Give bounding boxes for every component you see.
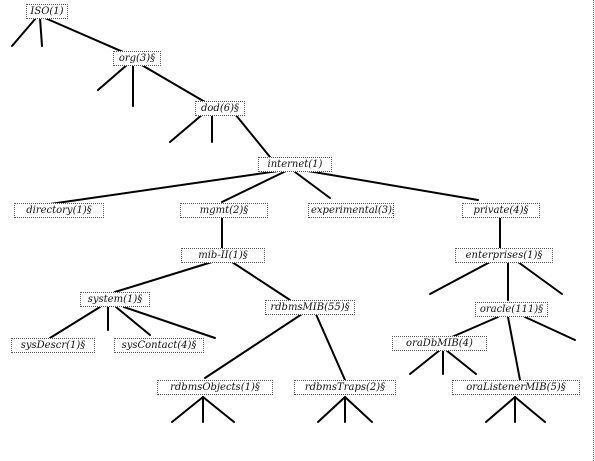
node-org[interactable]: org(3)§	[113, 51, 161, 66]
frame-border	[593, 0, 594, 461]
node-mgmt[interactable]: mgmt(2)§	[180, 203, 268, 218]
node-ora-db-mib[interactable]: oraDbMIB(4)	[392, 336, 487, 351]
node-private[interactable]: private(4)§	[462, 203, 540, 218]
node-sys-contact[interactable]: sysContact(4)§	[114, 338, 204, 353]
edge-dod-internet	[234, 113, 271, 158]
edge-mib2-rdbmsmib	[231, 261, 291, 301]
edge-oracle-stub	[524, 316, 576, 341]
edge-org-stub-1	[97, 63, 129, 91]
edge-internet-mgmt	[221, 169, 289, 203]
node-mib-ii[interactable]: mib-II(1)§	[181, 248, 265, 263]
edge-oradbmib-stub-3	[445, 349, 477, 375]
edge-iso-stub-1	[11, 17, 37, 47]
node-enterprises[interactable]: enterprises(1)§	[455, 248, 553, 263]
edge-objects-stub-3	[202, 396, 235, 423]
node-oracle[interactable]: oracle(111)§	[475, 302, 548, 317]
node-rdbms-traps[interactable]: rdbmsTraps(2)§	[294, 380, 396, 395]
edge-internet-directory	[49, 169, 286, 205]
edge-mib2-system	[114, 261, 213, 293]
edge-system-stub-2	[123, 306, 216, 339]
node-iso[interactable]: ISO(1)	[26, 4, 68, 19]
edge-dod-stub-1	[169, 113, 204, 143]
node-rdbms-objects[interactable]: rdbmsObjects(1)§	[157, 380, 273, 395]
node-directory[interactable]: directory(1)§	[14, 203, 104, 218]
node-dod[interactable]: dod(6)§	[195, 101, 245, 116]
edge-enterprises-stub-2	[517, 261, 563, 295]
edge-internet-private	[301, 169, 479, 201]
edge-objects-stub-1	[171, 396, 204, 423]
edge-system-syscontact	[115, 306, 151, 336]
node-system[interactable]: system(1)§	[80, 292, 150, 307]
edge-iso-org	[44, 17, 131, 56]
edge-org-dod	[139, 63, 206, 103]
node-internet[interactable]: internet(1)	[258, 157, 332, 172]
edge-traps-stub-3	[344, 396, 373, 423]
edge-oralistener-stub-1	[485, 396, 516, 423]
edge-oracle-oralistener	[507, 316, 521, 381]
node-ora-listener-mib[interactable]: oraListenerMIB(5)§	[452, 380, 580, 395]
edge-iso-stub-2	[39, 17, 43, 47]
edge-oradbmib-stub-1	[409, 349, 441, 375]
node-sys-descr[interactable]: sysDescr(1)§	[11, 338, 95, 353]
edge-rdbmsmib-objects	[204, 311, 306, 379]
edge-oralistener-stub-3	[514, 396, 546, 423]
node-experimental[interactable]: experimental(3)§	[308, 203, 394, 218]
edge-system-sysdescr	[49, 306, 101, 339]
edge-traps-stub-1	[317, 396, 346, 423]
edge-internet-experimental	[294, 171, 331, 199]
edge-enterprises-stub-1	[429, 261, 491, 295]
edge-rdbmsmib-traps	[314, 311, 346, 381]
node-rdbms-mib[interactable]: rdbmsMIB(55)§	[265, 300, 355, 315]
